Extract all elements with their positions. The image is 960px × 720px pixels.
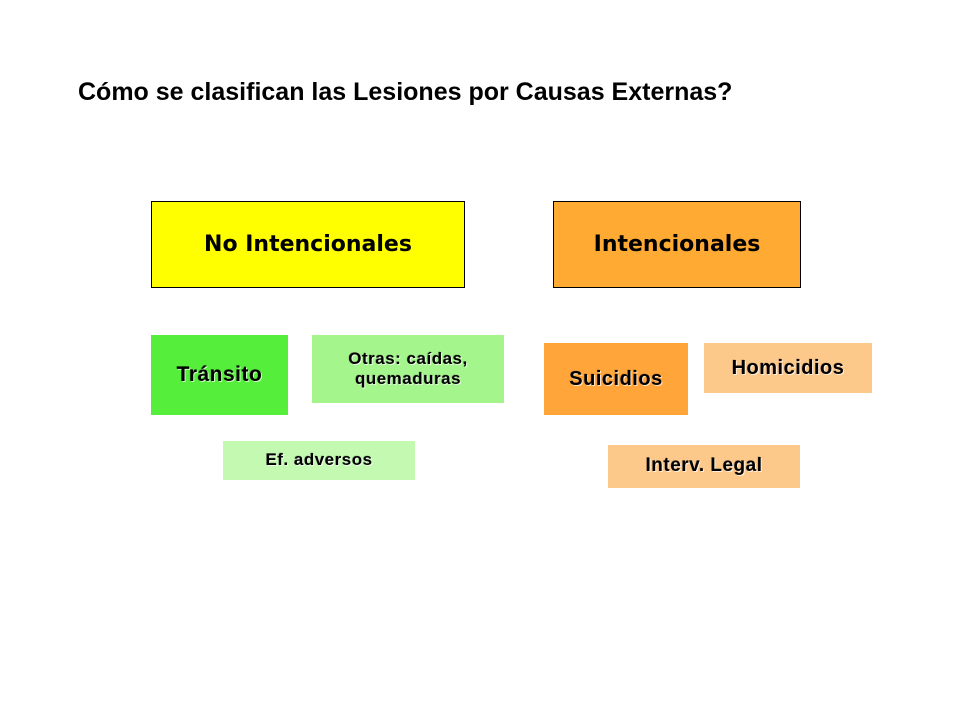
homicidios-label: Homicidios — [731, 357, 845, 379]
no-intencionales-label: No Intencionales — [204, 232, 412, 257]
intencionales-label: Intencionales — [593, 232, 761, 257]
transito-label: Tránsito — [176, 363, 263, 387]
homicidios-box: Homicidios — [704, 343, 872, 393]
no-intencionales-box: No Intencionales — [151, 201, 465, 288]
suicidios-label: Suicidios — [569, 368, 663, 390]
slide-title: Cómo se clasifican las Lesiones por Caus… — [78, 78, 733, 106]
transito-box: Tránsito — [151, 335, 288, 415]
interv-legal-box: Interv. Legal — [608, 445, 800, 488]
otras-label-line2: quemaduras — [354, 369, 462, 388]
intencionales-box: Intencionales — [553, 201, 801, 288]
suicidios-box: Suicidios — [544, 343, 688, 415]
otras-box: Otras: caídas, quemaduras — [312, 335, 504, 403]
ef-adversos-label: Ef. adversos — [265, 450, 373, 470]
interv-legal-label: Interv. Legal — [645, 455, 763, 477]
otras-label-line1: Otras: caídas, — [348, 348, 468, 368]
ef-adversos-box: Ef. adversos — [223, 441, 415, 480]
